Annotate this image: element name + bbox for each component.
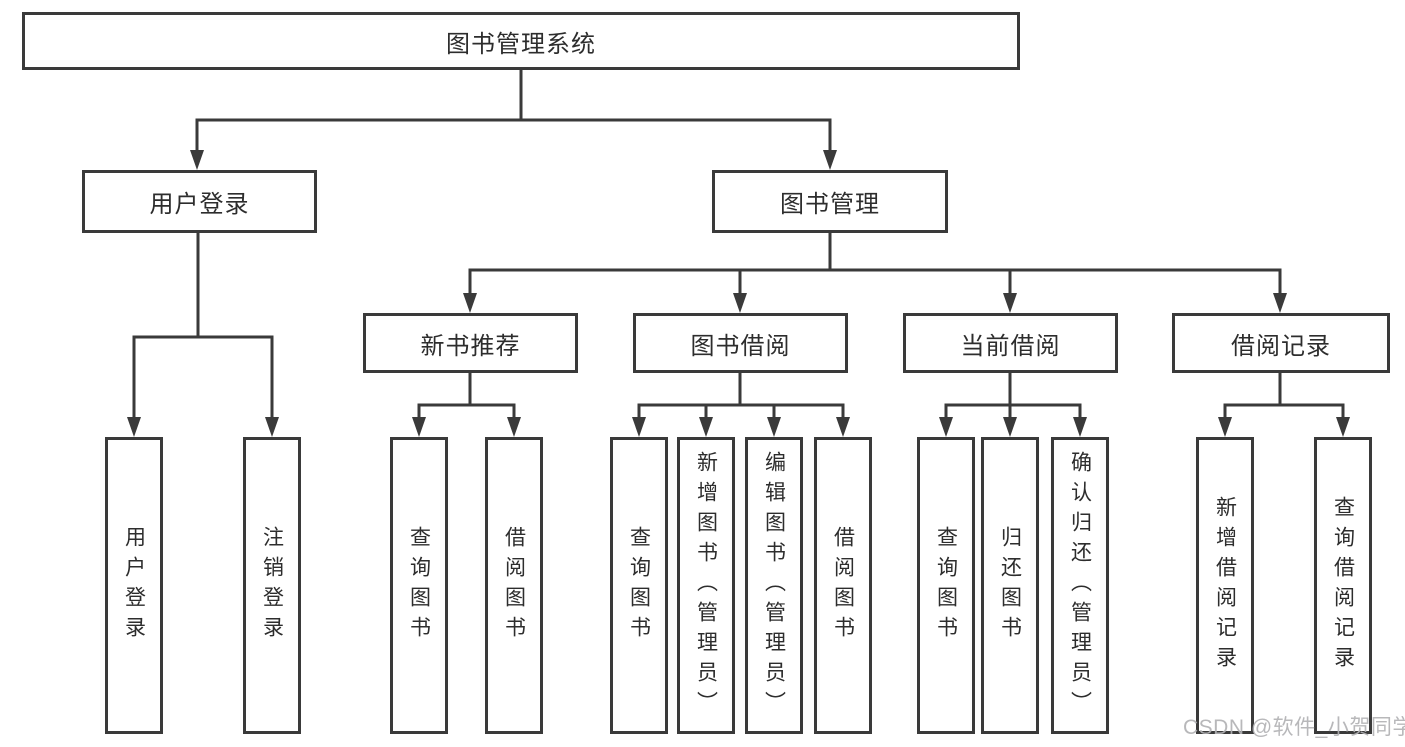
- leaf-label: 查询图书: [407, 525, 431, 646]
- leaf-add-book-admin: 新增图书（管理员）: [677, 437, 735, 734]
- node-new-book-recommend: 新书推荐: [363, 313, 578, 373]
- node-user-login: 用户登录: [82, 170, 317, 233]
- leaf-query-books-current: 查询图书: [917, 437, 975, 734]
- leaf-label: 编辑图书（管理员）: [762, 450, 786, 721]
- leaf-label: 新增图书（管理员）: [694, 450, 718, 721]
- node-current-borrow: 当前借阅: [903, 313, 1118, 373]
- leaf-label: 确认归还（管理员）: [1068, 450, 1092, 721]
- leaf-label: 借阅图书: [831, 525, 855, 646]
- leaf-edit-book-admin: 编辑图书（管理员）: [745, 437, 803, 734]
- node-book-borrow: 图书借阅: [633, 313, 848, 373]
- node-label: 借阅记录: [1231, 332, 1331, 360]
- leaf-label: 注销登录: [260, 525, 284, 646]
- leaf-label: 查询图书: [934, 525, 958, 646]
- node-library-system: 图书管理系统: [22, 12, 1020, 70]
- leaf-return-book: 归还图书: [981, 437, 1039, 734]
- leaf-label: 用户登录: [122, 525, 146, 646]
- leaf-label: 新增借阅记录: [1213, 495, 1237, 676]
- watermark: CSDN @软件_小贺同学: [1183, 716, 1405, 739]
- leaf-logout: 注销登录: [243, 437, 301, 734]
- leaf-confirm-return-admin: 确认归还（管理员）: [1051, 437, 1109, 734]
- leaf-label: 查询图书: [627, 525, 651, 646]
- node-label: 图书借阅: [690, 332, 791, 360]
- node-book-management: 图书管理: [712, 170, 948, 233]
- node-label: 用户登录: [149, 191, 250, 218]
- leaf-label: 借阅图书: [502, 525, 526, 646]
- leaf-query-books-recommend: 查询图书: [390, 437, 448, 734]
- node-label: 新书推荐: [420, 332, 521, 360]
- leaf-query-books-borrow: 查询图书: [610, 437, 668, 734]
- leaf-borrow-books: 借阅图书: [814, 437, 872, 734]
- leaf-label: 归还图书: [998, 525, 1022, 646]
- arrowheads: [127, 150, 1350, 437]
- node-label: 当前借阅: [960, 332, 1061, 360]
- leaf-query-borrow-record: 查询借阅记录: [1314, 437, 1372, 734]
- leaf-label: 查询借阅记录: [1331, 495, 1355, 676]
- node-label: 图书管理系统: [446, 30, 596, 58]
- leaf-add-borrow-record: 新增借阅记录: [1196, 437, 1254, 734]
- node-label: 图书管理: [780, 191, 880, 218]
- node-borrow-records: 借阅记录: [1172, 313, 1390, 373]
- leaf-borrow-books-recommend: 借阅图书: [485, 437, 543, 734]
- leaf-user-login: 用户登录: [105, 437, 163, 734]
